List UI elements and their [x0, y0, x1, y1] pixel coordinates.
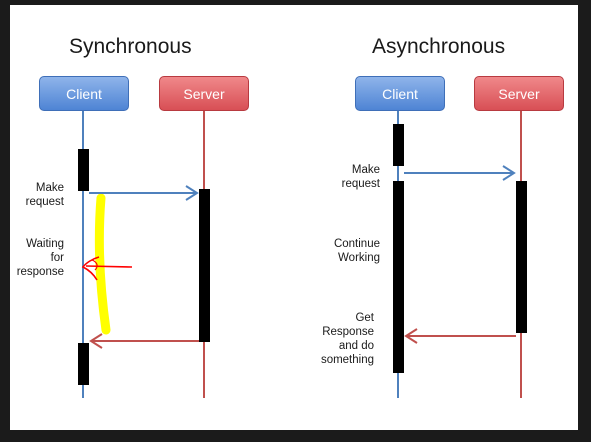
- async-request-arrowhead: [502, 165, 516, 181]
- sync-client-activation-2: [78, 343, 89, 385]
- async-continue-working-note: Continue Working: [333, 238, 380, 264]
- async-server-box: Server: [474, 76, 564, 111]
- async-client-box: Client: [355, 76, 445, 111]
- sync-make-request-note: Make request: [25, 182, 64, 208]
- sync-response-arrowhead: [89, 333, 103, 349]
- sync-server-label: Server: [183, 85, 225, 102]
- sync-server-box: Server: [159, 76, 249, 111]
- sync-client-activation-1: [78, 149, 89, 191]
- sync-client-label: Client: [66, 85, 102, 102]
- async-client-activation-1: [393, 124, 404, 166]
- async-server-activation: [516, 181, 527, 333]
- sync-server-activation: [199, 189, 210, 342]
- sync-title: Synchronous: [69, 35, 192, 58]
- sync-request-arrowhead: [185, 185, 199, 201]
- async-client-label: Client: [382, 85, 418, 102]
- async-client-activation-2: [393, 181, 404, 373]
- diagram-canvas: [10, 5, 578, 430]
- sync-waiting-highlight: [94, 193, 111, 335]
- sync-client-box: Client: [39, 76, 129, 111]
- async-title: Asynchronous: [372, 35, 506, 58]
- sync-annotation-arrow: [81, 256, 133, 281]
- async-response-arrowhead: [404, 328, 418, 344]
- sync-waiting-note: Waiting for response: [16, 238, 64, 278]
- async-server-label: Server: [498, 85, 540, 102]
- async-make-request-note: Make request: [341, 164, 380, 190]
- async-get-response-note: Get Response and do something: [320, 312, 374, 366]
